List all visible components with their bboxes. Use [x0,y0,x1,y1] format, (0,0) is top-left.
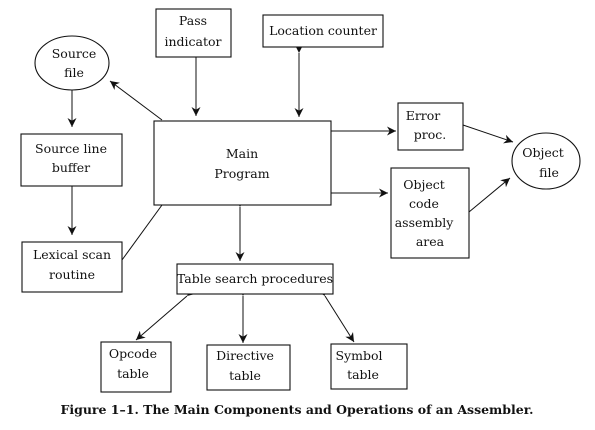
object-file-line-1: Object [522,145,564,160]
symbol-table-line-2: table [347,367,379,382]
object-file-line-2: file [539,165,559,180]
opcode-table-line-1: Opcode [109,346,157,361]
edge-table-search-opcode [135,286,197,341]
lexical-scan-line-2: routine [49,267,95,282]
node-directive-table: Directive table [206,344,291,391]
object-code-line-3: assembly [395,215,455,230]
directive-table-line-2: table [229,368,261,383]
opcode-table-line-2: table [117,366,149,381]
source-file-line-2: file [64,65,84,80]
node-error-proc: Error proc. [397,102,464,151]
directive-table-line-1: Directive [216,348,274,363]
pass-indicator-line-2: indicator [164,34,221,49]
object-code-line-4: area [416,234,445,249]
node-location-counter: Location counter [262,14,384,48]
error-proc-line-1: Error [406,108,441,123]
symbol-table-line-1: Symbol [335,348,382,363]
figure-caption: Figure 1–1. The Main Components and Oper… [60,402,533,417]
node-object-file: Object file [511,132,581,190]
node-source-line-buffer: Source line buffer [20,133,123,187]
location-counter-label: Location counter [269,23,377,38]
node-source-file: Source file [34,35,110,91]
object-code-line-1: Object [403,177,445,192]
source-line-buffer-line-2: buffer [52,160,90,175]
node-object-code-assembly-area: Object code assembly area [390,167,470,259]
lexical-scan-line-1: Lexical scan [33,247,111,262]
node-symbol-table: Symbol table [330,343,408,390]
node-table-search-procedures: Table search procedures [176,263,334,295]
source-line-buffer-line-1: Source line [35,141,107,156]
node-pass-indicator: Pass indicator [155,8,232,58]
main-program-line-1: Main [226,146,258,161]
source-file-line-1: Source [52,46,97,61]
main-program-line-2: Program [214,166,269,181]
table-search-label: Table search procedures [177,271,333,286]
edge-table-search-symbol [316,285,355,343]
edge-object-code-to-object-file [468,177,511,213]
edges [67,44,514,343]
object-code-line-2: code [409,196,439,211]
node-main-program: Main Program [153,120,332,206]
pass-indicator-line-1: Pass [179,13,207,28]
node-lexical-scan-routine: Lexical scan routine [21,241,123,293]
node-opcode-table: Opcode table [100,341,172,393]
edge-error-proc-to-object-file [462,124,514,144]
error-proc-line-2: proc. [414,127,446,142]
edge-main-to-source-file [109,80,163,121]
